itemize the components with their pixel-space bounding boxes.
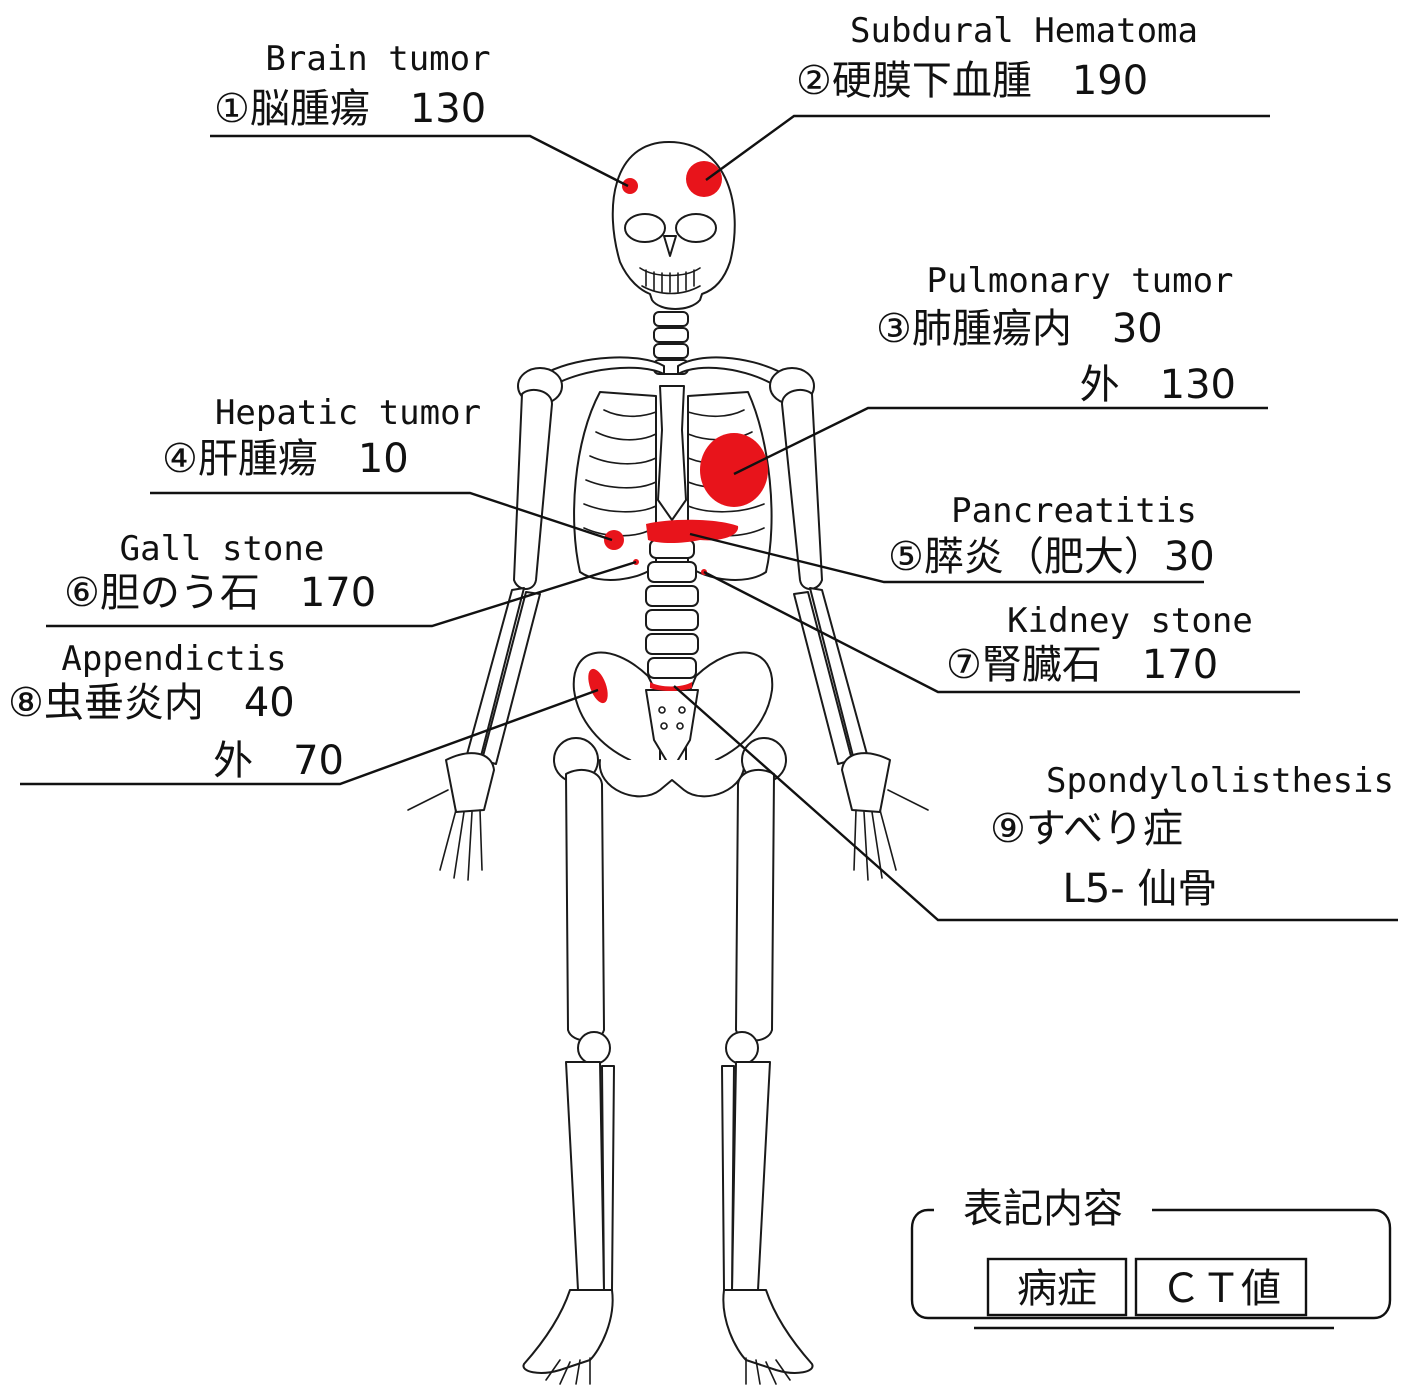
spondylolisthesis-jp: ⑨すべり症 bbox=[990, 806, 1183, 852]
kidney-stone-jp: ⑦腎臓石 170 bbox=[946, 642, 1218, 688]
spondylolisthesis-jp-sub: L5- 仙骨 bbox=[1063, 866, 1218, 912]
gall-stone-jp: ⑥胆のう石 170 bbox=[64, 570, 376, 616]
hepatic-tumor-en: Hepatic tumor bbox=[215, 393, 481, 433]
skeleton bbox=[408, 142, 928, 1384]
gall-stone-en: Gall stone bbox=[120, 529, 325, 569]
feet bbox=[523, 1290, 812, 1384]
legend-cell-ct-text: ＣＴ値 bbox=[1161, 1266, 1281, 1312]
brain-tumor-jp: ①脳腫瘍 130 bbox=[214, 86, 486, 132]
pulmonary-tumor-jp: ③肺腫瘍内 30 bbox=[876, 306, 1163, 352]
pancreatitis-en: Pancreatitis bbox=[951, 491, 1197, 531]
appendicitis-jp-outer: 外 70 bbox=[213, 738, 344, 784]
appendicitis-jp: ⑧虫垂炎内 40 bbox=[8, 680, 295, 726]
leader-spondylolisthesis bbox=[674, 686, 1398, 920]
leader-subdural-hematoma bbox=[706, 116, 1270, 180]
subdural-hematoma-jp: ②硬膜下血腫 190 bbox=[796, 58, 1148, 104]
pancreatitis-jp: ⑤膵炎（肥大）30 bbox=[888, 534, 1215, 580]
pulmonary-tumor-en: Pulmonary tumor bbox=[926, 261, 1233, 301]
kidney-stone-en: Kidney stone bbox=[1007, 601, 1253, 641]
legend-cell-disease-text: 病症 bbox=[1017, 1266, 1097, 1312]
brain-tumor-en: Brain tumor bbox=[265, 39, 490, 79]
hepatic-tumor-jp: ④肝腫瘍 10 bbox=[162, 436, 409, 482]
legs bbox=[554, 738, 786, 1290]
appendicitis-en: Appendictis bbox=[61, 639, 286, 679]
pulmonary-tumor-lesion bbox=[700, 433, 768, 507]
brain-tumor-lesion bbox=[622, 178, 638, 194]
subdural-hematoma-lesion bbox=[686, 161, 722, 197]
legend: 表記内容 病症 ＣＴ値 bbox=[912, 1186, 1390, 1328]
subdural-hematoma-en: Subdural Hematoma bbox=[850, 11, 1198, 51]
pulmonary-tumor-jp-outer: 外 130 bbox=[1080, 362, 1236, 408]
legend-title: 表記内容 bbox=[963, 1186, 1123, 1232]
gall-stone-lesion bbox=[604, 530, 624, 550]
spondylolisthesis-en: Spondylolisthesis bbox=[1046, 761, 1394, 801]
leader-brain-tumor bbox=[210, 136, 628, 186]
